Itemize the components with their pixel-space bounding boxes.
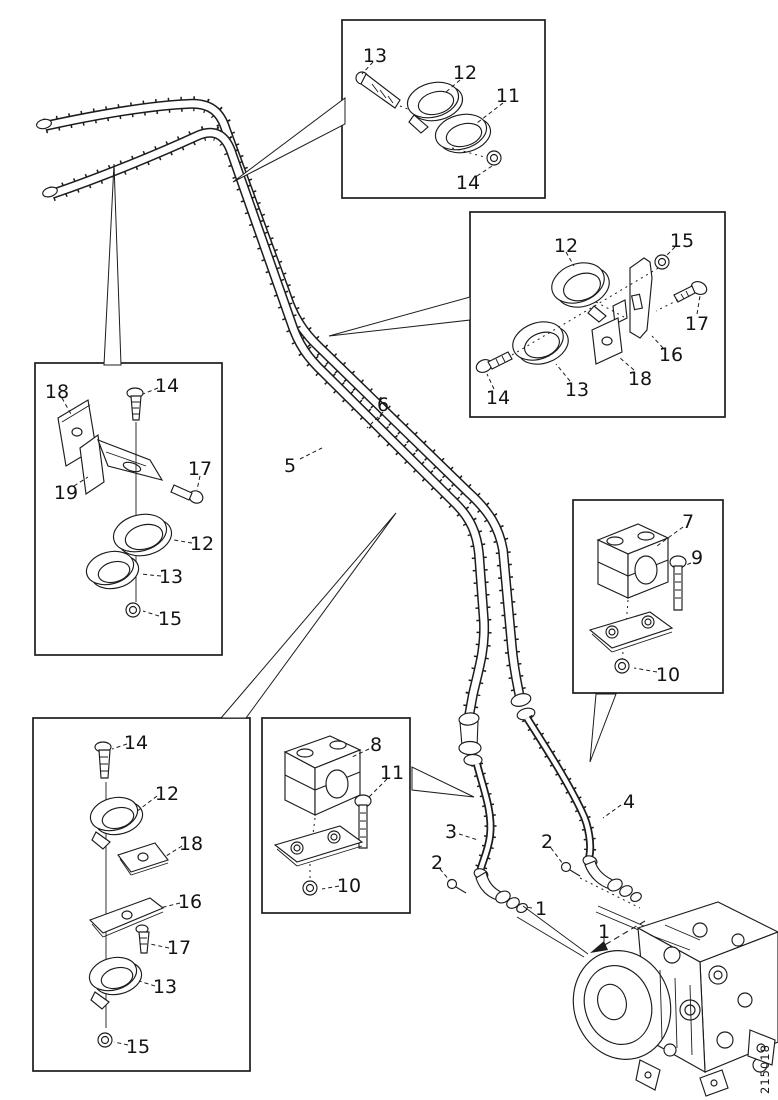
callout-13: 13 xyxy=(153,976,177,998)
callout-1: 1 xyxy=(598,921,610,943)
callout-12: 12 xyxy=(554,235,578,257)
fitting-1-right xyxy=(582,855,642,903)
callout-14: 14 xyxy=(155,375,179,397)
callout-8: 8 xyxy=(370,734,382,756)
leader-arrows xyxy=(103,97,617,798)
pipe-6 xyxy=(36,96,528,700)
callout-15: 15 xyxy=(126,1036,150,1058)
callout-13: 13 xyxy=(159,566,183,588)
detail-box-mid xyxy=(261,717,411,914)
callout-6: 6 xyxy=(377,394,389,416)
box-left-parts xyxy=(57,387,204,618)
figure-code: 215018 xyxy=(758,1044,772,1094)
callout-17: 17 xyxy=(188,458,212,480)
box-mid-right-parts xyxy=(588,523,687,674)
callout-17: 17 xyxy=(167,937,191,959)
callout-16: 16 xyxy=(178,891,202,913)
box-mid-parts xyxy=(273,735,372,896)
callout-13: 13 xyxy=(363,45,387,67)
box-top-parts xyxy=(355,71,502,166)
hose-3 xyxy=(471,762,497,874)
callout-9: 9 xyxy=(691,547,703,569)
bolt-2-mid xyxy=(560,861,581,877)
callout-10: 10 xyxy=(656,664,680,686)
hose-4 xyxy=(521,714,597,860)
detail-box-mid-right xyxy=(572,499,724,694)
callout-11: 11 xyxy=(380,762,404,784)
callout-15: 15 xyxy=(670,230,694,252)
callout-7: 7 xyxy=(682,511,694,533)
callout-2: 2 xyxy=(541,831,553,853)
detail-box-bottom-left xyxy=(32,717,251,1072)
callout-11: 11 xyxy=(496,85,520,107)
callout-12: 12 xyxy=(155,783,179,805)
bolt-2-left xyxy=(446,878,467,894)
callout-18: 18 xyxy=(179,833,203,855)
callout-12: 12 xyxy=(190,533,214,555)
callout-2: 2 xyxy=(431,852,443,874)
box-bottom-left-parts xyxy=(88,741,169,1048)
callout-1: 1 xyxy=(535,898,547,920)
callout-5: 5 xyxy=(284,455,296,477)
callout-14: 14 xyxy=(124,732,148,754)
compressor-pointers xyxy=(516,877,646,958)
callout-leaders xyxy=(61,61,701,1046)
compressor xyxy=(572,901,778,1097)
callout-18: 18 xyxy=(628,368,652,390)
callout-13: 13 xyxy=(565,379,589,401)
detail-box-left xyxy=(34,362,223,656)
pipe-5 xyxy=(42,125,492,718)
callout-16: 16 xyxy=(659,344,683,366)
callout-17: 17 xyxy=(685,313,709,335)
box-upper-right-parts xyxy=(475,254,708,373)
callout-18: 18 xyxy=(45,381,69,403)
callout-19: 19 xyxy=(54,482,78,504)
callout-14: 14 xyxy=(456,172,480,194)
callout-15: 15 xyxy=(158,608,182,630)
callout-12: 12 xyxy=(453,62,477,84)
callout-14: 14 xyxy=(486,387,510,409)
callout-10: 10 xyxy=(337,875,361,897)
callout-3: 3 xyxy=(445,821,457,843)
callout-4: 4 xyxy=(623,791,635,813)
fitting-1-left xyxy=(473,868,528,914)
